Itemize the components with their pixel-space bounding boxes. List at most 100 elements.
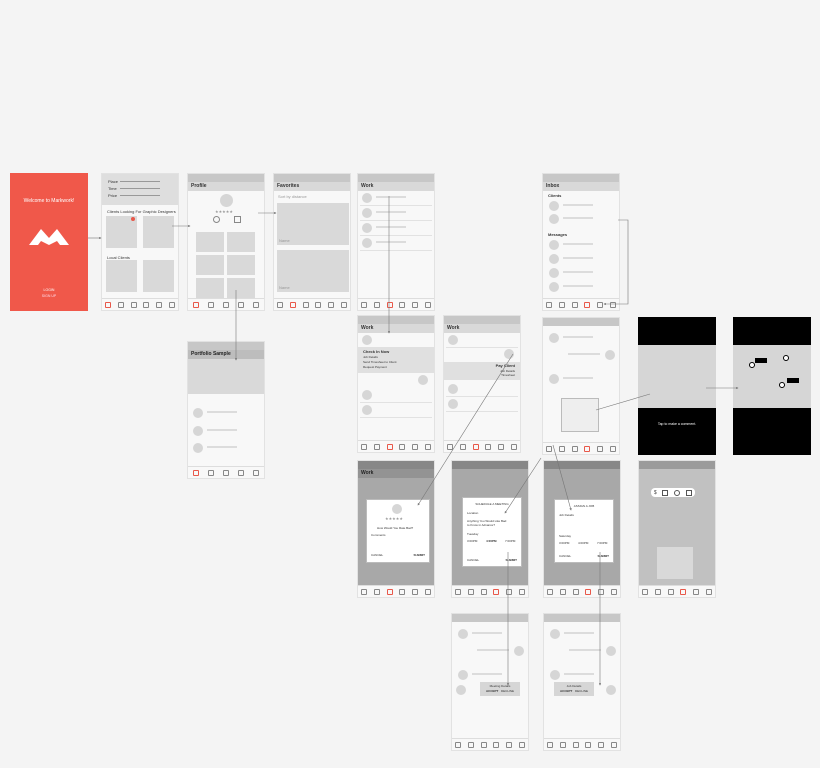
- page-title: Work: [358, 324, 434, 333]
- search-form: Place Time Price: [102, 174, 178, 205]
- work-checkin-screen: Work Check In Now Job Details Send Times…: [357, 315, 435, 453]
- client-card[interactable]: [106, 216, 137, 248]
- rate-modal: ★★★★★ How Would You Rate Bad? Comments C…: [366, 499, 430, 563]
- date-label: Saturday: [559, 534, 572, 538]
- place-field[interactable]: Place: [108, 179, 119, 184]
- time-option[interactable]: 4:00PM: [486, 539, 497, 543]
- comment-marker[interactable]: [755, 358, 767, 363]
- checkin-title[interactable]: Check In Now: [363, 349, 390, 354]
- assign-job-screen: ASSIGN A JOB Job Details Saturday 3:00PM…: [543, 460, 621, 598]
- meeting-confirm-screen: Meeting Details ACCEPT DECLINE: [451, 613, 529, 751]
- client-card[interactable]: [143, 216, 174, 248]
- submit-button[interactable]: SUBMIT: [413, 553, 426, 557]
- page-title: Favorites: [274, 182, 350, 191]
- portfolio-tile[interactable]: [227, 232, 255, 252]
- sort-label[interactable]: Sort by distance: [278, 194, 307, 199]
- request-payment-item[interactable]: Request Payment: [363, 365, 387, 369]
- rating-stars: ★★★★★: [215, 209, 233, 214]
- schedule-modal: SCHEDULE A MEETING Location Anything You…: [462, 497, 522, 567]
- accept-button[interactable]: ACCEPT: [486, 689, 499, 693]
- clock-icon[interactable]: [674, 489, 681, 496]
- portfolio-tile[interactable]: [196, 232, 224, 252]
- checklist-icon[interactable]: [686, 489, 693, 496]
- pin-icon[interactable]: [749, 362, 755, 368]
- inbox-screen: Inbox Clients Messages: [542, 173, 620, 311]
- message-icon[interactable]: [234, 216, 241, 223]
- cancel-button[interactable]: CANCEL: [371, 553, 384, 557]
- tab-bar: [358, 585, 434, 597]
- assign-job-modal: ASSIGN A JOB Job Details Saturday 3:00PM…: [554, 499, 614, 563]
- tab-bar: [543, 298, 619, 310]
- attached-image[interactable]: [561, 398, 599, 432]
- time-option[interactable]: 3:00PM: [559, 541, 570, 545]
- portfolio-tile[interactable]: [227, 278, 255, 298]
- rating-stars[interactable]: ★★★★★: [385, 516, 403, 521]
- submit-button[interactable]: SUBMIT: [597, 554, 610, 558]
- time-option[interactable]: 7:00PM: [505, 539, 516, 543]
- portfolio-tile[interactable]: [227, 255, 255, 275]
- page-title: Work: [358, 469, 434, 478]
- send-timesheet-item[interactable]: Send Timesheet to Client: [363, 360, 397, 364]
- viewer-image[interactable]: [733, 345, 811, 408]
- time-option[interactable]: 7:00PM: [597, 541, 608, 545]
- job-details-item[interactable]: Job Details: [363, 355, 378, 359]
- home-screen: Place Time Price Clients Looking For Gra…: [101, 173, 179, 311]
- pay-client-title[interactable]: Pay Client: [495, 363, 515, 368]
- action-menu: $: [651, 488, 695, 497]
- location-field[interactable]: Location: [467, 511, 479, 515]
- tab-bar: [544, 738, 620, 750]
- advance-question[interactable]: Anything You Would Like Bad to Know in A…: [467, 519, 507, 527]
- favorite-name: Name: [279, 238, 290, 243]
- job-card-title: Job Details: [566, 684, 582, 688]
- calendar-icon[interactable]: [662, 489, 669, 496]
- modal-title: ASSIGN A JOB: [573, 504, 595, 508]
- timesheet-item[interactable]: Timesheet: [501, 373, 515, 377]
- section-looking-title: Clients Looking For Graphic Designers: [107, 209, 176, 214]
- comment-hint: Tap to make a comment.: [657, 422, 697, 426]
- checkin-menu: Check In Now Job Details Send Timesheet …: [358, 347, 434, 373]
- work-pay-screen: Work Pay Client Job Details Timesheet: [443, 315, 521, 453]
- tab-bar: [358, 440, 434, 452]
- chat-actions-screen: $: [638, 460, 716, 598]
- tab-bar: [452, 585, 528, 597]
- cancel-button[interactable]: CANCEL: [559, 554, 572, 558]
- login-link[interactable]: LOGIN: [43, 288, 55, 292]
- favorite-card[interactable]: [277, 203, 349, 245]
- signup-link[interactable]: SIGN UP: [41, 294, 57, 298]
- comment-marker[interactable]: [787, 378, 799, 383]
- tab-bar: [358, 298, 434, 310]
- portfolio-screen: Portfolio Sample: [187, 341, 265, 479]
- profile-screen: Profile ★★★★★: [187, 173, 265, 311]
- viewer-image[interactable]: [638, 345, 716, 408]
- cancel-button[interactable]: CANCEL: [467, 558, 480, 562]
- page-title: Portfolio Sample: [188, 350, 264, 359]
- time-option[interactable]: 4:00PM: [578, 541, 589, 545]
- job-details-field[interactable]: Job Details: [559, 513, 574, 517]
- pin-icon[interactable]: [783, 355, 789, 361]
- decline-button[interactable]: DECLINE: [575, 689, 589, 693]
- schedule-screen: SCHEDULE A MEETING Location Anything You…: [451, 460, 529, 598]
- accept-button[interactable]: ACCEPT: [560, 689, 573, 693]
- heart-icon[interactable]: [131, 217, 135, 221]
- tab-bar: [102, 298, 178, 310]
- portfolio-tile[interactable]: [196, 278, 224, 298]
- tab-bar: [274, 298, 350, 310]
- price-field[interactable]: Price: [108, 193, 118, 198]
- chat-screen: [542, 317, 620, 455]
- decline-button[interactable]: DECLINE: [501, 689, 515, 693]
- tab-bar: [444, 440, 520, 452]
- client-card[interactable]: [106, 260, 137, 292]
- submit-button[interactable]: SUBMIT: [505, 558, 518, 562]
- image-viewer-screen: Tap to make a comment.: [638, 317, 716, 455]
- portfolio-tile[interactable]: [196, 255, 224, 275]
- pin-icon[interactable]: [779, 382, 785, 388]
- dollar-icon[interactable]: $: [653, 489, 657, 496]
- tab-bar: [543, 442, 619, 454]
- share-icon[interactable]: [213, 216, 220, 223]
- client-card[interactable]: [143, 260, 174, 292]
- time-field[interactable]: Time: [108, 186, 117, 191]
- rate-question: How Would You Rate Bad?: [377, 526, 414, 530]
- time-option[interactable]: 3:00PM: [467, 539, 478, 543]
- favorite-card[interactable]: [277, 250, 349, 292]
- splash-screen: Welcome to Markwork! LOGIN SIGN UP: [10, 173, 88, 311]
